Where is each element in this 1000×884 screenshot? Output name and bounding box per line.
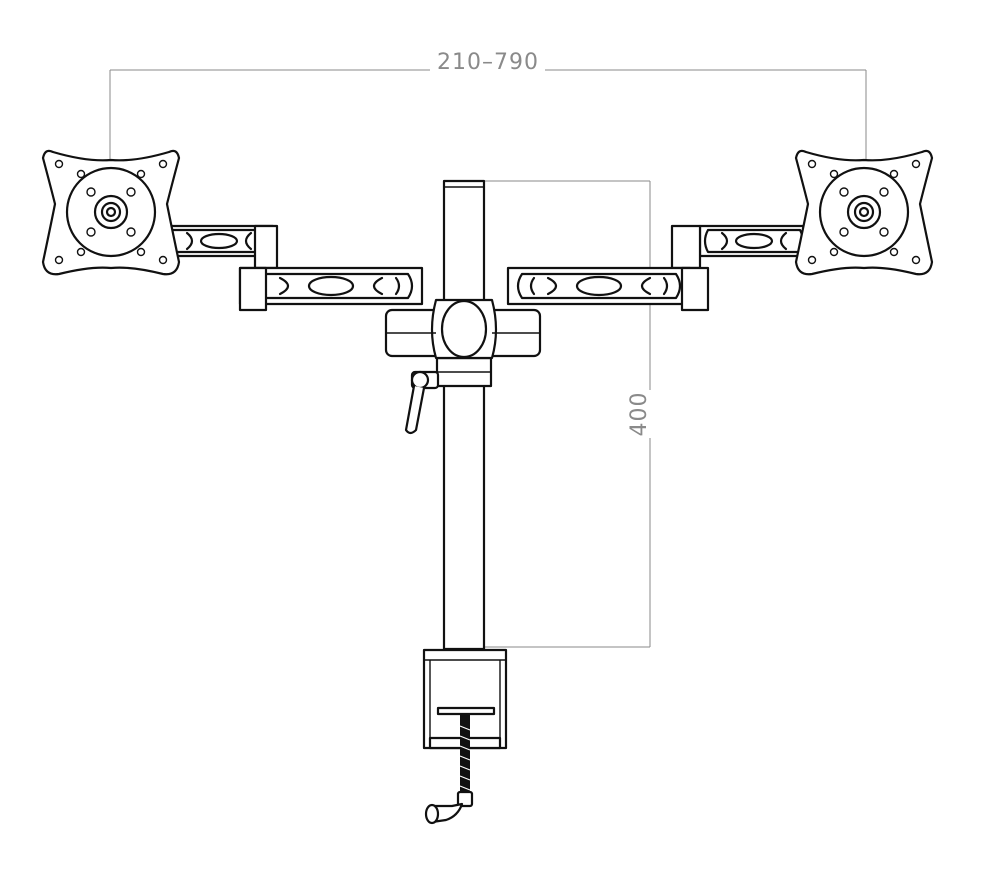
- upper-right-arm: [670, 224, 810, 270]
- right-vesa-plate: [794, 149, 934, 276]
- vertical-pole: [435, 179, 493, 651]
- upper-left-arm: [163, 224, 279, 270]
- central-hub: [384, 298, 542, 360]
- left-vesa-plate: [41, 149, 181, 276]
- lower-right-arm: [506, 266, 710, 312]
- width-dimension: 210–790: [109, 50, 867, 160]
- width-dimension-label: 210–790: [437, 50, 539, 75]
- tension-lever: [404, 370, 440, 435]
- height-dimension-label: 400: [627, 392, 652, 437]
- height-dimension: 400: [484, 180, 654, 648]
- clamp-screw: [424, 714, 474, 825]
- lower-left-arm: [238, 266, 424, 312]
